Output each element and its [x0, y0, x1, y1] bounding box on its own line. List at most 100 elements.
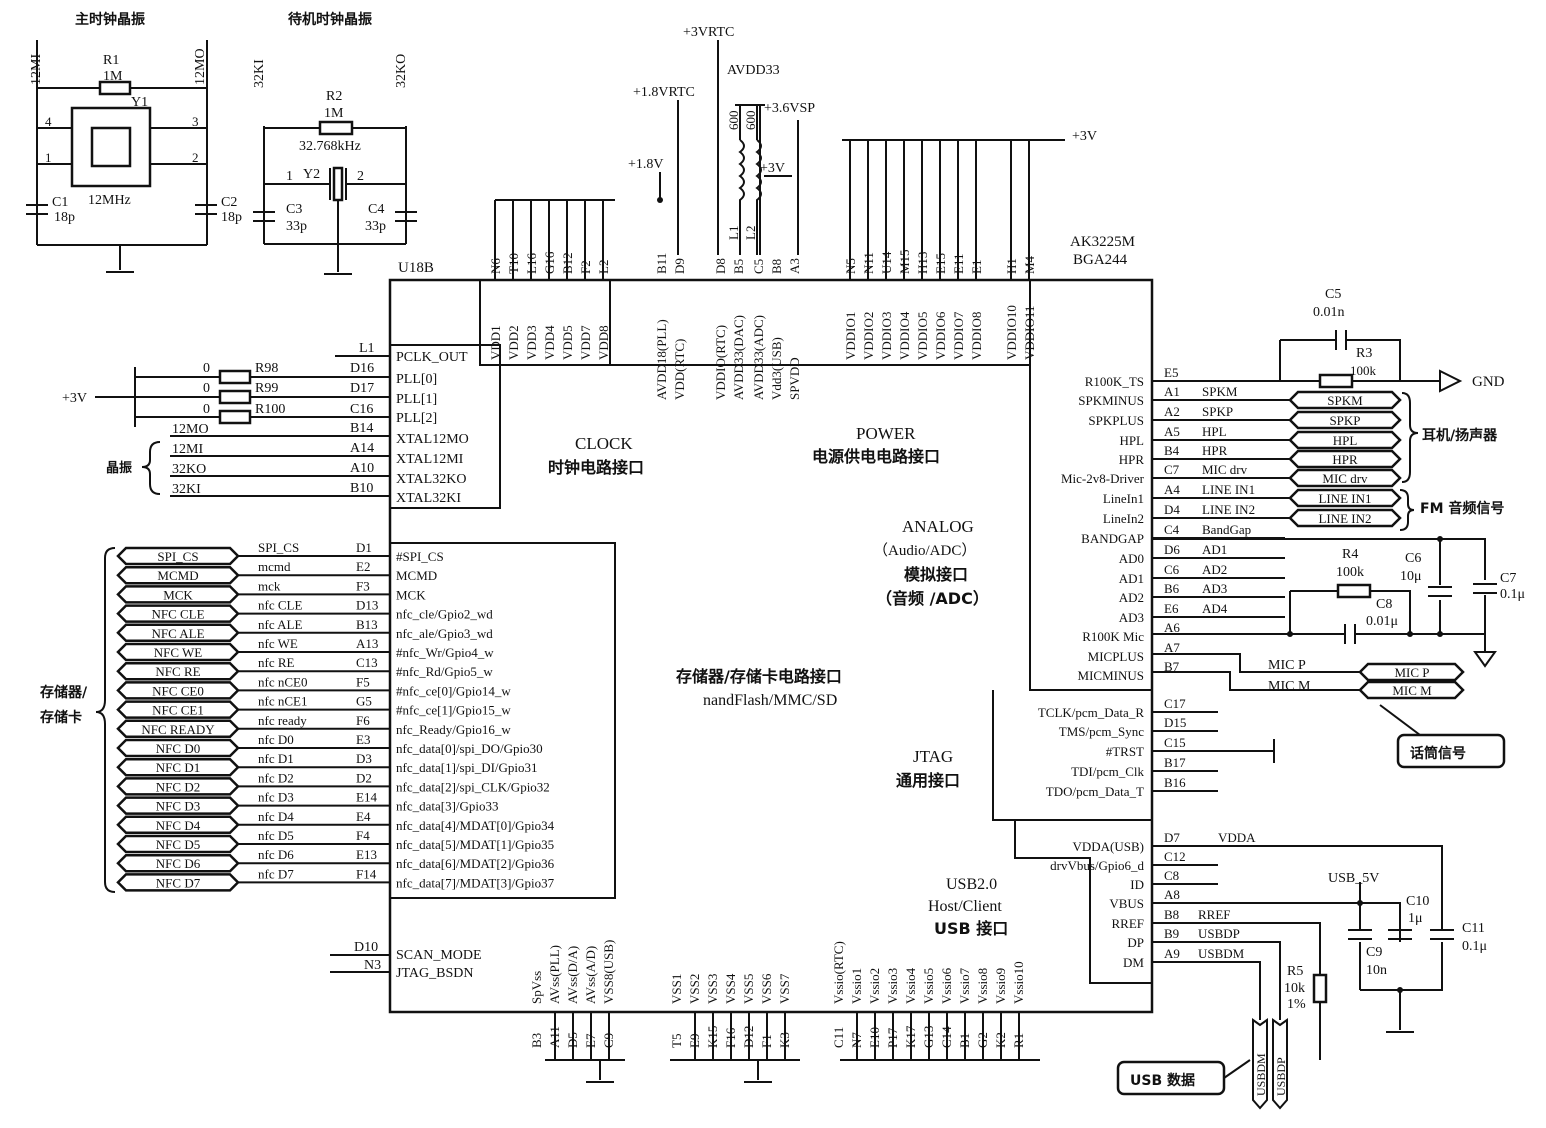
pin-micplus: MICPLUS — [1088, 649, 1144, 664]
pin-avss-a-d: AVss(A/D) — [583, 946, 598, 1004]
storage-section-title: nandFlash/MMC/SD — [703, 692, 837, 709]
ball-f16: F16 — [723, 1027, 738, 1048]
ext-mcmd: MCMD — [157, 568, 198, 583]
net-rref: RREF — [1198, 907, 1231, 922]
ball-a13: A13 — [356, 636, 378, 651]
r98-ref: R98 — [255, 361, 278, 376]
pin-vddio10: VDDIO10 — [1004, 305, 1019, 360]
clock-block — [390, 344, 501, 509]
pin-vddio6: VDDIO6 — [933, 311, 948, 360]
ball-c11: C11 — [831, 1027, 846, 1048]
rail-18vrtc: +1.8VRTC — [633, 85, 695, 100]
pin-rref: RREF — [1111, 916, 1144, 931]
jtag-section-title: JTAG — [913, 747, 953, 766]
pin-nfc-data-6-mdat-2-gpio36: nfc_data[6]/MDAT[2]/Gpio36 — [396, 856, 555, 871]
ball-c7: C7 — [1164, 462, 1180, 477]
ball-g13: G13 — [921, 1026, 936, 1048]
ball-c13: C13 — [356, 655, 378, 670]
pin-avdd18-pll: AVDD18(PLL) — [654, 319, 669, 400]
ball-a7: A7 — [1164, 640, 1180, 655]
net-nfc-ready: nfc ready — [258, 713, 307, 728]
ball-d5: D5 — [565, 1032, 580, 1048]
ball-g2: G2 — [975, 1032, 990, 1048]
ball-n5: N5 — [843, 258, 858, 274]
ball-n11: N11 — [861, 252, 876, 274]
ball-c17: C17 — [1164, 696, 1186, 711]
y1-pin2: 2 — [192, 150, 199, 165]
connector-nfc-d5 — [116, 834, 240, 854]
ball-k17: K17 — [903, 1025, 918, 1048]
ball-d8: D8 — [713, 258, 728, 274]
pin-xtal12mi: XTAL12MI — [396, 452, 464, 467]
ball-b1: B1 — [957, 1033, 972, 1048]
c2-ref: C2 — [221, 195, 237, 210]
c6-value: 10μ — [1400, 569, 1422, 584]
pin-xtal32ki: XTAL32KI — [396, 491, 461, 506]
y1-pin4: 4 — [45, 114, 52, 129]
pin-vssio3: Vssio3 — [885, 968, 900, 1004]
connector-line-in1 — [1288, 488, 1402, 508]
mic-p-net: MIC P — [1268, 658, 1306, 673]
pin-hpl: HPL — [1119, 433, 1144, 448]
connector-nfc-we — [116, 642, 240, 662]
pin-vssio8: Vssio8 — [975, 968, 990, 1004]
ball-b12: B12 — [560, 252, 575, 274]
connector-spkm — [1288, 390, 1402, 410]
ball-f6: F6 — [356, 713, 370, 728]
ball-f2: F2 — [578, 260, 593, 274]
y1-pin3: 3 — [192, 114, 199, 129]
ball-d4: D4 — [1164, 502, 1180, 517]
ball-b14: B14 — [350, 421, 373, 436]
pin-vdd8: VDD8 — [596, 325, 611, 360]
usb-block — [1014, 820, 1152, 984]
ext-mck: MCK — [163, 587, 193, 602]
c4-value: 33p — [365, 219, 386, 234]
usbdm-label: USBDM — [1254, 1053, 1268, 1096]
pin-mic-2v8-driver: Mic-2v8-Driver — [1061, 471, 1145, 486]
c7-ref: C7 — [1500, 571, 1516, 586]
pin-nfc-cle-gpio2-wd: nfc_cle/Gpio2_wd — [396, 607, 493, 622]
connector-nfc-cle — [116, 604, 240, 623]
net-nfc-nce1: nfc nCE1 — [258, 694, 307, 709]
ball-l1: L1 — [359, 341, 375, 356]
pin-avdd33-adc: AVDD33(ADC) — [751, 315, 766, 400]
pin-avss-d-a: AVss(D/A) — [565, 946, 580, 1004]
usbdm-connector — [1252, 1018, 1268, 1110]
resistor-r4 — [1336, 583, 1372, 599]
pin-spvdd: SPVDD — [787, 357, 802, 400]
net-bandgap: BandGap — [1202, 522, 1251, 537]
chip-package: BGA244 — [1073, 252, 1128, 268]
ext-nfc-ce1: NFC CE1 — [152, 703, 204, 718]
ball-b13: B13 — [356, 617, 378, 632]
ext-nfc-d3: NFC D3 — [156, 799, 200, 814]
c7-value: 0.1μ — [1500, 587, 1525, 602]
rail-3vrtc: +3VRTC — [683, 25, 734, 40]
ext-nfc-d5: NFC D5 — [156, 837, 200, 852]
c5-value: 0.01n — [1313, 305, 1345, 320]
ball-a10: A10 — [350, 461, 374, 476]
pin-spkminus: SPKMINUS — [1078, 393, 1144, 408]
net-line-in1: LINE IN1 — [1202, 482, 1255, 497]
c9-ref: C9 — [1366, 945, 1382, 960]
pin-dp: DP — [1127, 935, 1144, 950]
c11-value: 0.1μ — [1462, 939, 1487, 954]
pin-vdd1: VDD1 — [488, 325, 503, 360]
net-mck: mck — [258, 578, 281, 593]
inductor-l2 — [755, 139, 762, 255]
pin-nfc-data-7-mdat-3-gpio37: nfc_data[7]/MDAT[3]/Gpio37 — [396, 875, 555, 890]
ball-a11: A11 — [547, 1026, 562, 1048]
ext-spkp: SPKP — [1329, 413, 1360, 428]
power-block — [479, 280, 1031, 366]
gnd-arrow — [1439, 369, 1463, 393]
net-nfc-ale: nfc ALE — [258, 617, 302, 632]
ball-f3: F3 — [356, 578, 370, 593]
connector-nfc-d6 — [116, 853, 240, 873]
ball-d7: D7 — [1164, 830, 1180, 845]
c2-value: 18p — [221, 210, 242, 225]
y1-pin1: 1 — [45, 150, 52, 165]
ext-nfc-cle: NFC CLE — [151, 607, 204, 622]
clock-pins: PCLK_OUT PLL[0] PLL[1] PLL[2] XTAL12MO X… — [62, 341, 469, 506]
analog-pins: C5 0.01n R3 100k GND 耳机/扬声器 FM 音频信号 R4 1… — [1061, 287, 1525, 769]
pin-nfc-data-3-gpio33: nfc_data[3]/Gpio33 — [396, 799, 499, 814]
net-usbdm: USBDM — [1198, 946, 1245, 961]
